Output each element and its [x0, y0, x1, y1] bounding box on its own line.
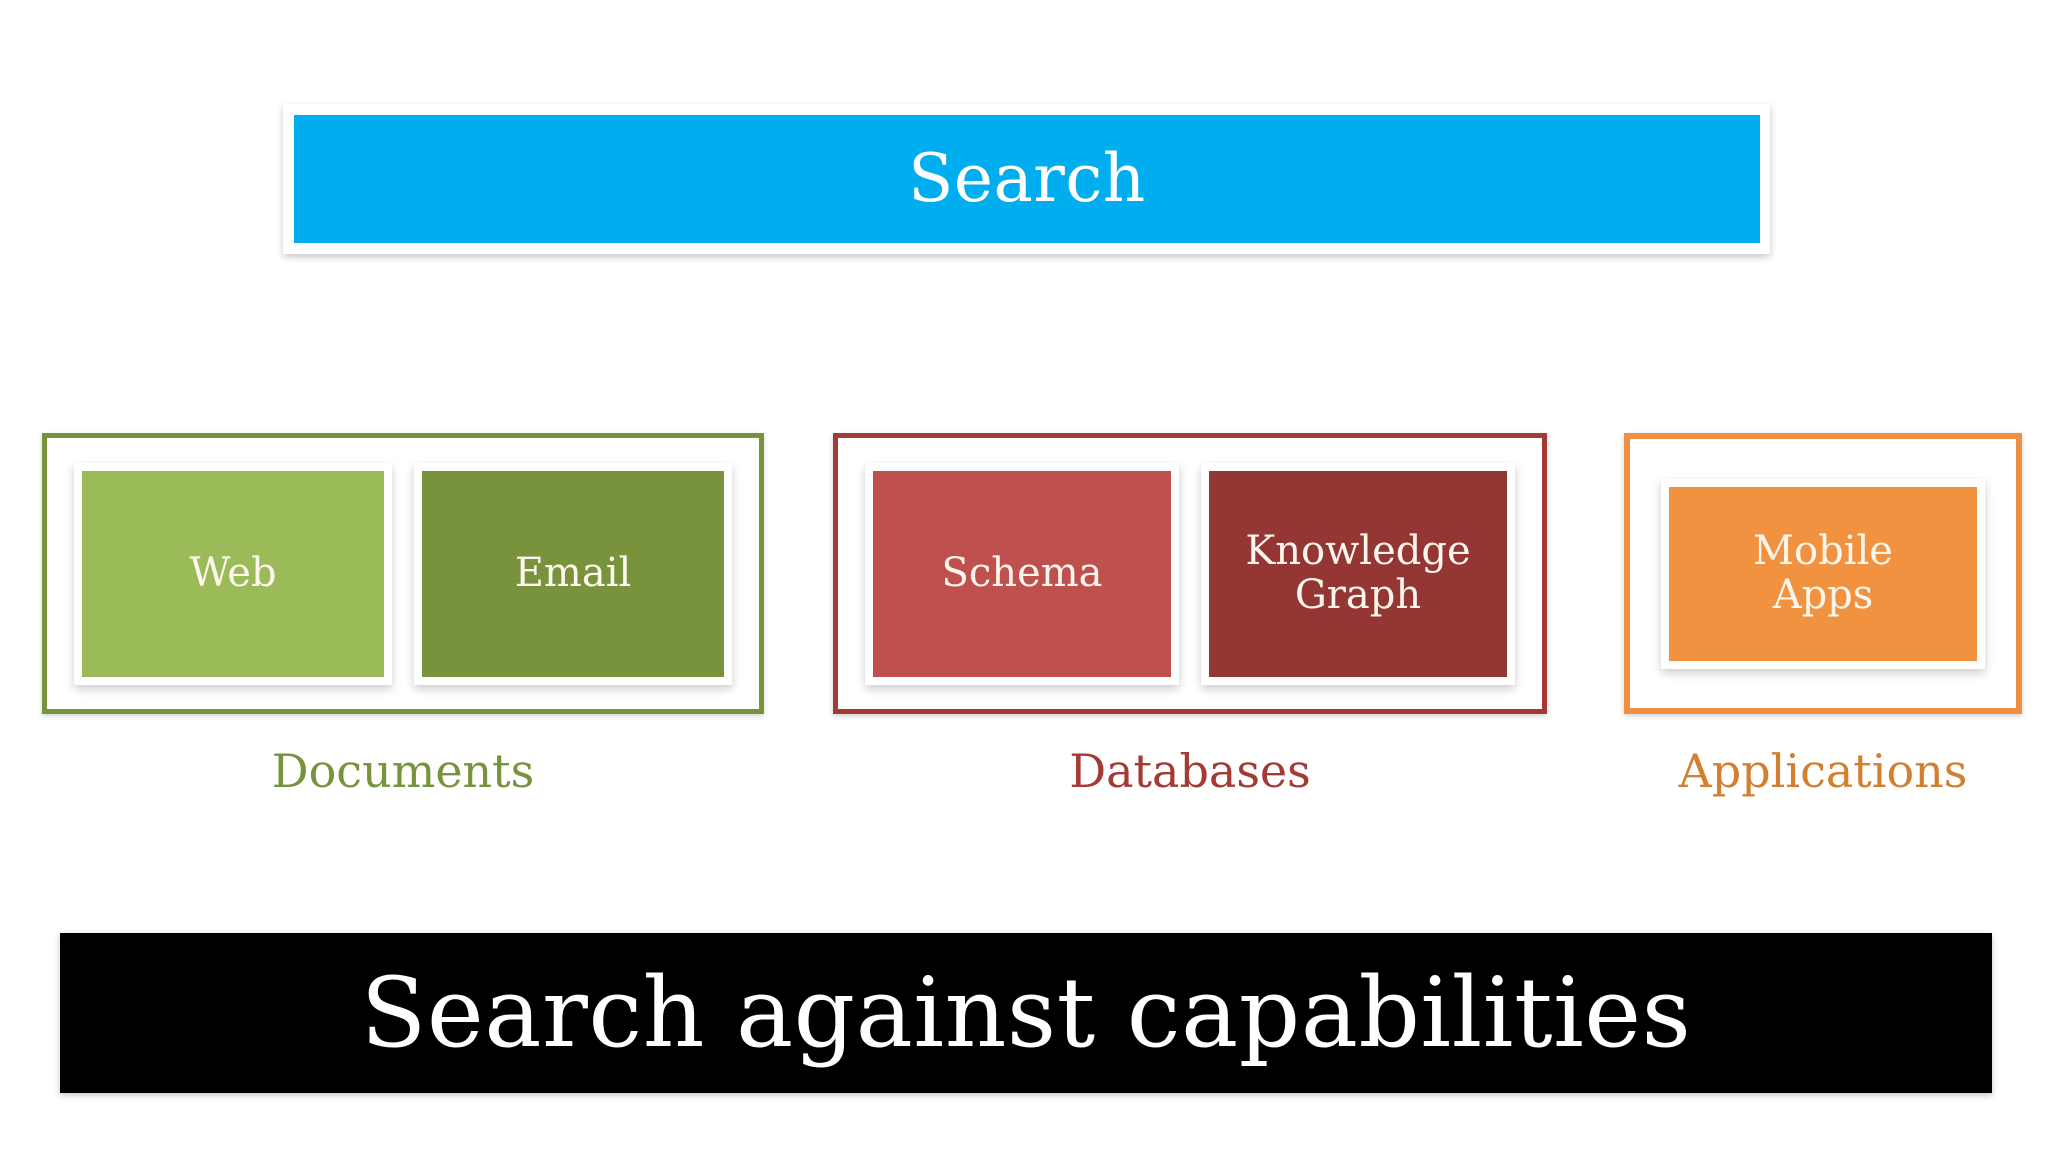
card-web-fill: Web — [82, 470, 384, 677]
card-schema-fill: Schema — [873, 470, 1171, 677]
card-web: Web — [74, 462, 392, 685]
group-documents-inner: Web Email — [47, 438, 759, 709]
search-banner: Search — [283, 104, 1770, 254]
search-banner-fill: Search — [294, 115, 1760, 243]
group-documents: Web Email — [42, 433, 764, 714]
card-web-label: Web — [189, 549, 277, 596]
caption-bar: Search against capabilities — [60, 933, 1992, 1093]
group-caption-documents: Documents — [271, 744, 535, 798]
card-email: Email — [414, 462, 732, 685]
card-email-fill: Email — [422, 470, 724, 677]
group-caption-applications: Applications — [1678, 744, 1968, 798]
card-email-label: Email — [514, 549, 632, 596]
card-schema-label: Schema — [941, 549, 1103, 596]
caption-bar-label: Search against capabilities — [360, 957, 1692, 1069]
group-caption-databases: Databases — [1069, 744, 1311, 798]
card-schema: Schema — [865, 462, 1179, 685]
search-banner-label: Search — [908, 140, 1146, 217]
